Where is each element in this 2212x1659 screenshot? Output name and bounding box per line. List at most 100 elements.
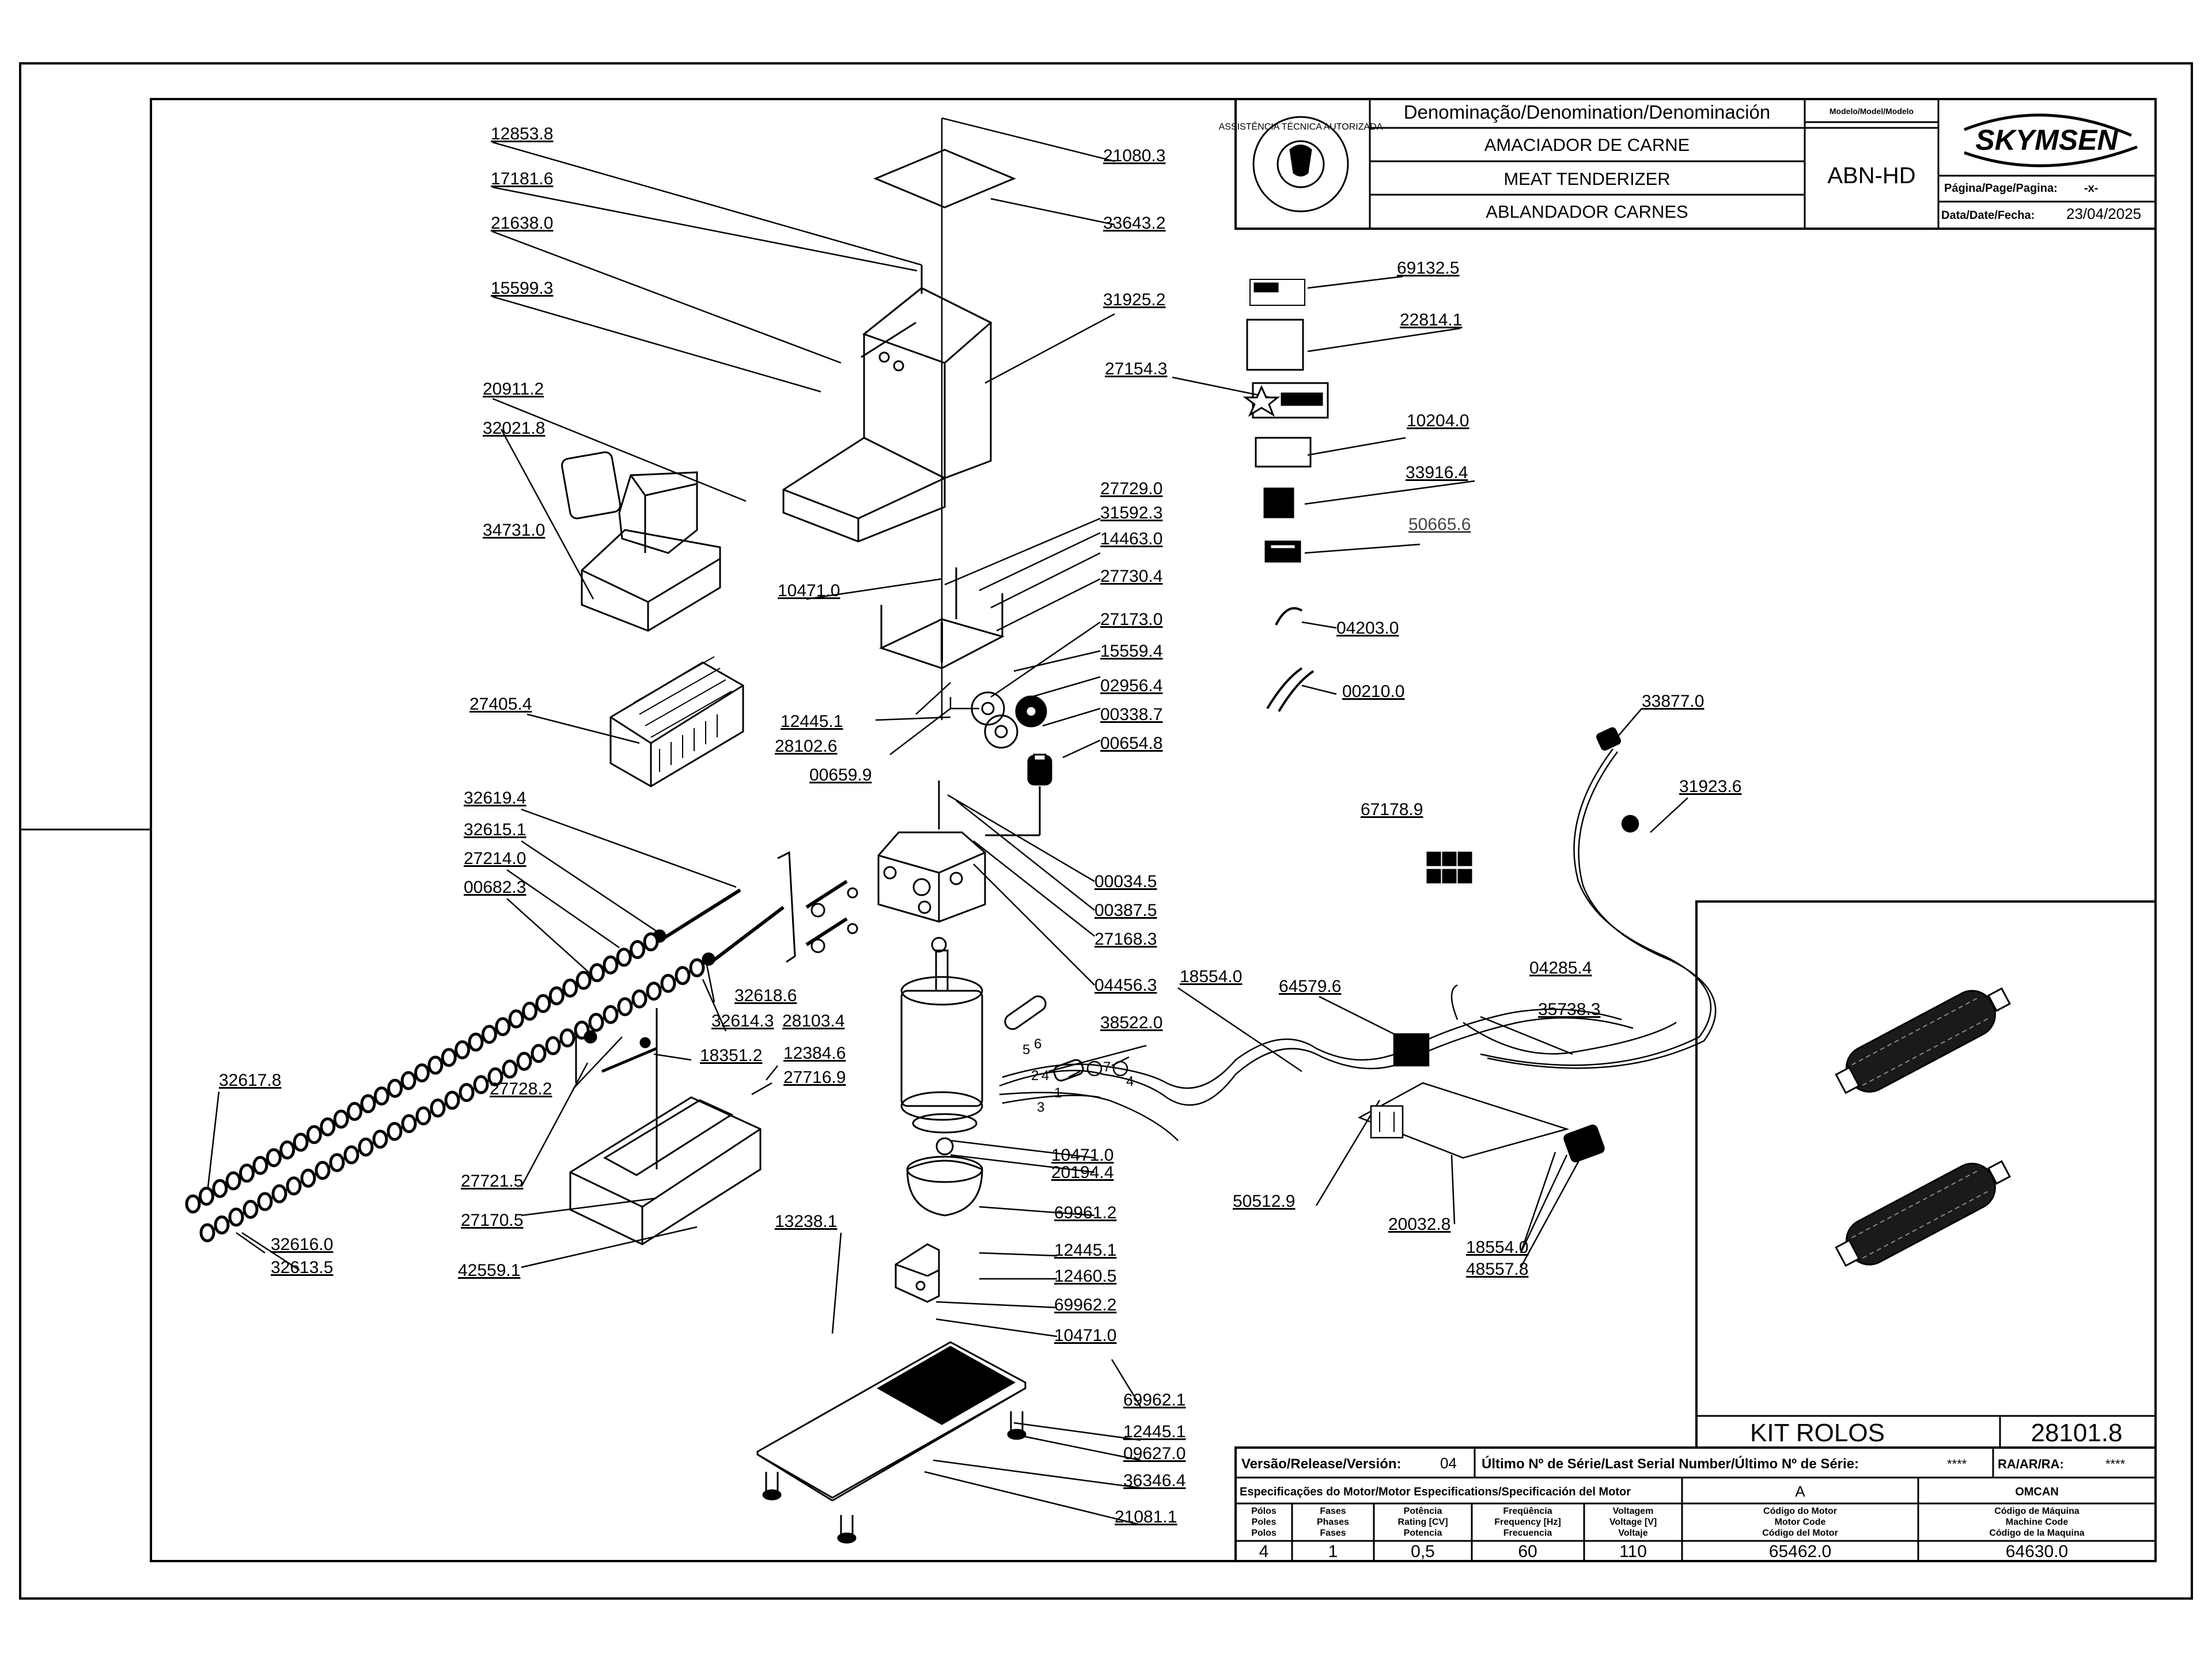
part-number: 33916.4 xyxy=(1406,463,1468,482)
roller-disc xyxy=(454,1040,471,1059)
motor-table: Versão/Release/Versión: 04 Último Nº de … xyxy=(1234,1446,2157,1562)
part-labels: 12853.8 17181.6 21638.0 15599.3 20911.2 … xyxy=(219,124,1741,1527)
roller-disc xyxy=(243,1199,259,1219)
motor-header-cell: Código de Máquina xyxy=(1994,1506,2080,1516)
part-number: 27729.0 xyxy=(1100,479,1162,498)
ra-label: RA/AR/RA: xyxy=(1998,1457,2064,1471)
motor-header-cell: Motor Code xyxy=(1775,1517,1826,1527)
roller-disc xyxy=(522,1001,538,1021)
roller-disc xyxy=(347,1101,363,1121)
kit-panel: KIT ROLOS 28101.8 xyxy=(1695,900,2157,1449)
seal-logo xyxy=(1252,116,1349,213)
pusher-icon xyxy=(561,451,721,632)
roller-disc xyxy=(214,1215,230,1234)
motor-icon xyxy=(900,937,1084,1134)
part-number: 48557.8 xyxy=(1466,1260,1528,1279)
motor-value-cell: 60 xyxy=(1518,1542,1537,1561)
roller-disc xyxy=(414,1063,430,1082)
part-number: 69962.1 xyxy=(1123,1391,1185,1410)
motor-header-cell: Fases xyxy=(1320,1506,1346,1516)
date-value: 23/04/2025 xyxy=(2066,205,2141,222)
part-number: 12853.8 xyxy=(491,124,553,143)
outer-frame xyxy=(19,62,2193,1600)
wire-number: 5 xyxy=(1022,1042,1030,1058)
motor-value-cell: 110 xyxy=(1619,1542,1647,1561)
cable-clips-icon xyxy=(1426,851,1472,884)
motor-value-cell: 1 xyxy=(1328,1542,1338,1561)
roller-disc xyxy=(575,971,592,990)
gear-icon xyxy=(971,691,1052,786)
part-number: 33877.0 xyxy=(1642,692,1704,711)
roller-disc xyxy=(603,1005,619,1024)
part-number: 15559.4 xyxy=(1100,642,1162,661)
roller-disc xyxy=(487,1067,503,1086)
kit-code: 28101.8 xyxy=(2031,1419,2122,1447)
roller-disc xyxy=(198,1187,214,1206)
seal-text: ASSISTÊNCIA TÉCNICA AUTORIZADA xyxy=(1219,121,1383,132)
roller-disc xyxy=(559,1028,575,1048)
part-number: 00034.5 xyxy=(1094,872,1157,891)
roller-disc xyxy=(473,1075,489,1094)
roller-disc xyxy=(320,1117,336,1137)
motor-header-cell: Polos xyxy=(1251,1528,1277,1538)
name-pt: AMACIADOR DE CARNE xyxy=(1484,135,1690,155)
col-a: A xyxy=(1795,1483,1805,1500)
part-number: 10471.0 xyxy=(1051,1146,1113,1165)
part-number: 18554.0 xyxy=(1180,967,1242,986)
part-number: 17181.6 xyxy=(491,169,553,188)
part-number: 12445.1 xyxy=(781,712,843,731)
model-value: ABN-HD xyxy=(1827,163,1915,188)
part-number: 69132.5 xyxy=(1397,259,1459,278)
roller-disc xyxy=(481,1025,497,1044)
part-number: 32617.8 xyxy=(219,1071,281,1090)
part-number: 27721.5 xyxy=(461,1172,523,1191)
wire-number: 4 xyxy=(1126,1074,1134,1089)
part-number: 27214.0 xyxy=(464,849,526,868)
roller-disc xyxy=(372,1130,388,1149)
name-es: ABLANDADOR CARNES xyxy=(1486,202,1688,222)
roller-disc xyxy=(660,974,676,993)
roller-disc xyxy=(631,989,647,1009)
comb-icon xyxy=(609,656,744,787)
roller-disc xyxy=(360,1094,376,1113)
wire-number: 1 xyxy=(1054,1085,1062,1101)
part-number: 31923.6 xyxy=(1679,777,1741,796)
part-number: 27728.2 xyxy=(490,1080,552,1099)
part-number: 20911.2 xyxy=(483,380,544,399)
part-number: 00682.3 xyxy=(464,878,526,897)
wire-number: 7 xyxy=(1103,1059,1111,1075)
gearbox-icon xyxy=(877,781,1041,923)
part-number: 27170.5 xyxy=(461,1211,523,1230)
tray-icon xyxy=(569,1008,762,1245)
roller-disc xyxy=(333,1109,349,1129)
motor-headers: PólosPolesPolosFasesPhasesFasesPotênciaR… xyxy=(1251,1506,2085,1538)
roller-disc xyxy=(630,940,646,959)
serial-label: Último Nº de Série/Last Serial Number/Úl… xyxy=(1482,1456,1859,1472)
roller-disc xyxy=(293,1132,309,1152)
motor-header-cell: Código de la Maquina xyxy=(1989,1528,2084,1538)
motor-value-cell: 64630.0 xyxy=(2006,1542,2068,1561)
roller-disc xyxy=(373,1086,389,1106)
roller-disc xyxy=(271,1184,287,1203)
version-label: Versão/Release/Versión: xyxy=(1241,1456,1402,1472)
motor-header-cell: Frequency [Hz] xyxy=(1494,1517,1561,1527)
part-number: 50665.6 xyxy=(1408,515,1471,534)
roller-disc xyxy=(306,1125,322,1145)
base-plate-icon xyxy=(756,1341,1027,1544)
part-number: 12384.6 xyxy=(783,1044,846,1063)
motor-header-cell: Poles xyxy=(1252,1517,1277,1527)
leader-lines xyxy=(206,117,1688,1526)
part-number: 35738.3 xyxy=(1538,1000,1600,1019)
part-number: 14463.0 xyxy=(1100,529,1162,548)
part-number: 22814.1 xyxy=(1400,310,1462,329)
roller-disc xyxy=(427,1055,444,1075)
roller-disc xyxy=(548,986,565,1006)
wire-number: 2 xyxy=(1031,1068,1039,1084)
part-number: 69962.2 xyxy=(1054,1296,1116,1315)
motor-value-cell: 0,5 xyxy=(1411,1542,1435,1561)
date-label: Data/Date/Fecha: xyxy=(1941,209,2035,222)
roller-disc xyxy=(531,1044,547,1063)
part-number: 00659.9 xyxy=(809,766,872,785)
